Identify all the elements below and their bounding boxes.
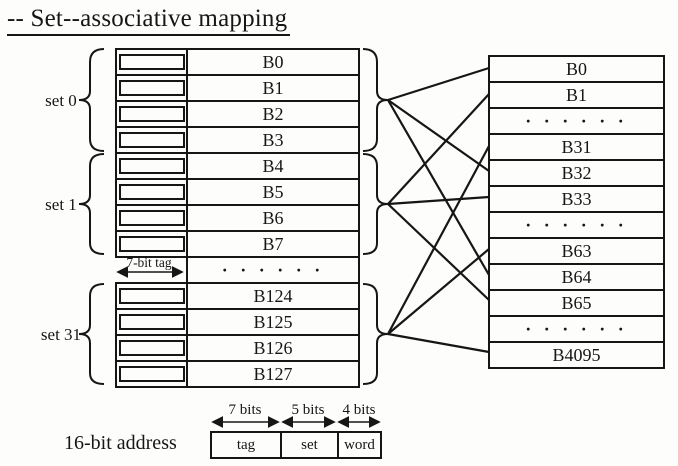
mapping-line-set1-b33 <box>387 195 490 206</box>
cache-row: B5 <box>117 178 358 206</box>
memory-block-label: B32 <box>561 162 592 183</box>
cache-table-set-31: B124 B125 B126 B127 <box>115 282 360 388</box>
memory-row: B1 <box>490 83 663 109</box>
cache-row: B7 <box>117 230 358 258</box>
cache-block-label: B0 <box>262 51 284 72</box>
mapping-line-set31-b63 <box>387 248 490 335</box>
tag-width-label: 7-bit tag <box>126 255 172 270</box>
page-title: -- Set--associative mapping <box>7 5 291 36</box>
memory-block-label: B64 <box>561 266 592 287</box>
mapping-line-set1-b65 <box>387 203 490 301</box>
cache-block-label: B2 <box>262 103 284 124</box>
memory-row: B0 <box>490 57 663 83</box>
ellipsis: · · · · · · <box>525 111 628 131</box>
memory-row: B4095 <box>490 343 663 367</box>
memory-row: B32 <box>490 161 663 187</box>
cache-block-label: B125 <box>253 311 293 332</box>
cache-block-label: B5 <box>262 181 284 202</box>
memory-row: B33 <box>490 187 663 213</box>
tag-field-box <box>119 236 185 252</box>
memory-block-label: B31 <box>561 136 592 157</box>
memory-block-label: B1 <box>565 84 587 105</box>
cache-row: B2 <box>117 100 358 128</box>
ellipsis: · · · · · · <box>525 215 628 235</box>
cache-row: B3 <box>117 126 358 154</box>
main-memory-table: B0 B1 · · · · · · B31 B32 B33 · · · · · … <box>488 55 665 369</box>
cache-row: B124 <box>117 282 358 310</box>
memory-block-label: B65 <box>561 292 592 313</box>
memory-row: · · · · · · <box>490 317 663 343</box>
memory-row: B63 <box>490 239 663 265</box>
mapping-line-set0-b64 <box>387 99 490 276</box>
mapping-line-set0-b0 <box>387 66 490 102</box>
cache-block-label: B126 <box>253 337 293 358</box>
cache-row: B6 <box>117 204 358 232</box>
cache-block-label: B7 <box>262 233 284 254</box>
tag-field-box <box>119 210 185 226</box>
memory-block-label: B0 <box>565 58 587 79</box>
tag-field-box <box>119 288 185 304</box>
tag-field-box <box>119 366 185 382</box>
tag-field-box <box>119 340 185 356</box>
memory-block-label: B4095 <box>552 344 601 365</box>
ellipsis: · · · · · · <box>525 319 628 339</box>
address-word-field: word <box>344 436 375 453</box>
cache-block-label: B124 <box>253 285 293 306</box>
cache-row: B126 <box>117 334 358 362</box>
cache-row: B0 <box>117 48 358 76</box>
tag-field-box <box>119 184 185 200</box>
cache-block-label: B127 <box>253 363 293 384</box>
set-1-label: set 1 <box>45 195 77 214</box>
memory-row: B65 <box>490 291 663 317</box>
memory-row: · · · · · · <box>490 213 663 239</box>
memory-row: · · · · · · <box>490 109 663 135</box>
cache-row: B127 <box>117 360 358 388</box>
mapping-line-set1-b1 <box>387 93 490 205</box>
cache-block-label: B6 <box>262 207 284 228</box>
tag-field-box <box>119 54 185 70</box>
tag-field-box <box>119 132 185 148</box>
tag-bits-label: 7 bits <box>228 402 262 418</box>
mapping-line-set31-b4095 <box>387 332 490 354</box>
right-brace-set0 <box>362 48 389 152</box>
set-bits-label: 5 bits <box>291 402 325 418</box>
tag-field-box <box>119 80 185 96</box>
memory-row: B31 <box>490 135 663 161</box>
tag-field-box <box>119 314 185 330</box>
right-brace-set1 <box>362 153 389 255</box>
cache-row: B125 <box>117 308 358 336</box>
cache-ellipsis-row: · · · · · · <box>186 256 360 284</box>
mapping-line-set0-b32 <box>387 99 490 172</box>
right-brace-set31 <box>362 283 389 385</box>
cache-block-label: B4 <box>262 155 284 176</box>
cache-block-label: B3 <box>262 129 284 150</box>
memory-block-label: B63 <box>561 240 592 261</box>
tag-field-box <box>119 158 185 174</box>
address-label: 16-bit address <box>64 432 177 454</box>
address-tag-field: tag <box>212 433 282 457</box>
cache-table-sets-0-1: B0 B1 B2 B3 B4 B5 B6 B7 <box>115 48 360 258</box>
ellipsis: · · · · · · <box>221 260 325 280</box>
memory-block-label: B33 <box>561 188 592 209</box>
memory-row: B64 <box>490 265 663 291</box>
word-bits-label: 4 bits <box>342 402 376 418</box>
mapping-line-set31-b31 <box>387 145 490 335</box>
set-31-label: set 31 <box>40 325 82 344</box>
set-0-label: set 0 <box>45 91 77 110</box>
tag-field-box <box>119 106 185 122</box>
address-set-field: set <box>282 433 339 457</box>
cache-block-label: B1 <box>262 77 284 98</box>
cache-row: B1 <box>117 74 358 102</box>
cache-row: B4 <box>117 152 358 180</box>
address-format-box: tag set word <box>210 431 382 459</box>
